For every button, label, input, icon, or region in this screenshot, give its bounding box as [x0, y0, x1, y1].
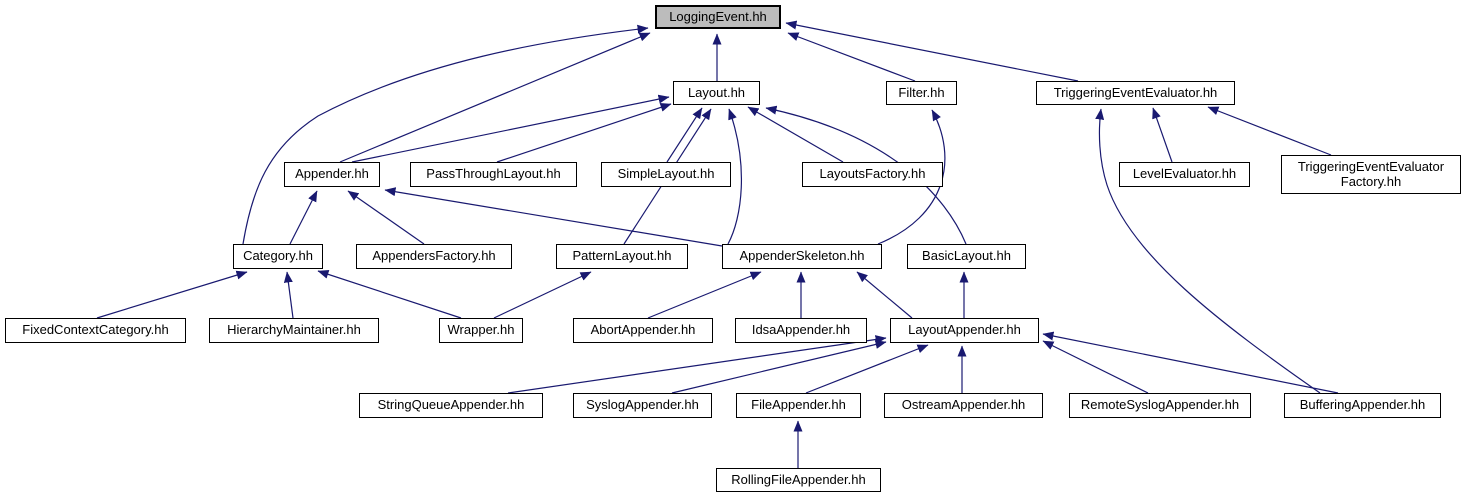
- edge-fileappender-to-layoutappender: [805, 344, 929, 394]
- node-ostreamappender-hh[interactable]: OstreamAppender.hh: [884, 393, 1043, 418]
- edge-simplelayout-to-layout: [666, 107, 703, 163]
- node-loggingevent-hh[interactable]: LoggingEvent.hh: [655, 5, 781, 29]
- node-wrapper-hh[interactable]: Wrapper.hh: [439, 318, 523, 343]
- node-filter-hh[interactable]: Filter.hh: [886, 81, 957, 105]
- edge-hierarchymaintainer-to-category: [283, 271, 294, 319]
- edge-triggeringeventevaluatorfactory-to-triggeringeventevaluator: [1207, 106, 1332, 156]
- node-syslogappender-hh[interactable]: SyslogAppender.hh: [573, 393, 712, 418]
- node-rollingfileappender-hh[interactable]: RollingFileAppender.hh: [716, 468, 881, 492]
- node-appendersfactory-hh[interactable]: AppendersFactory.hh: [356, 244, 512, 269]
- node-patternlayout-hh[interactable]: PatternLayout.hh: [556, 244, 688, 269]
- edge-wrapper-to-category: [317, 270, 462, 319]
- edge-remotesyslogappender-to-layoutappender: [1042, 340, 1149, 394]
- node-fileappender-hh[interactable]: FileAppender.hh: [736, 393, 861, 418]
- edge-stringqueueappender-to-layoutappender: [507, 335, 887, 394]
- edge-triggeringeventevaluator-to-loggingevent: [785, 20, 1079, 82]
- node-idsaappender-hh[interactable]: IdsaAppender.hh: [735, 318, 867, 343]
- edge-fixedcontextcategory-to-category: [96, 270, 248, 319]
- edge-layoutsfactory-to-layout: [747, 106, 844, 163]
- node-appender-hh[interactable]: Appender.hh: [284, 162, 380, 187]
- edge-appenderskeleton-to-layout: [727, 108, 742, 245]
- node-stringqueueappender-hh[interactable]: StringQueueAppender.hh: [359, 393, 543, 418]
- node-fixedcontextcategory-hh[interactable]: FixedContextCategory.hh: [5, 318, 186, 343]
- edge-appenderskeleton-to-appender: [384, 187, 723, 247]
- edge-category-to-loggingevent: [242, 24, 649, 245]
- edge-bufferingappender-to-layoutappender: [1042, 331, 1339, 394]
- node-abortappender-hh[interactable]: AbortAppender.hh: [573, 318, 713, 343]
- node-layout-hh[interactable]: Layout.hh: [673, 81, 760, 105]
- edge-wrapper-to-patternlayout: [493, 271, 592, 319]
- node-hierarchymaintainer-hh[interactable]: HierarchyMaintainer.hh: [209, 318, 379, 343]
- edge-filter-to-loggingevent: [787, 32, 916, 82]
- edge-appender-to-layout: [351, 94, 670, 163]
- node-category-hh[interactable]: Category.hh: [233, 244, 323, 269]
- node-triggeringeventevaluator-hh[interactable]: TriggeringEventEvaluator.hh: [1036, 81, 1235, 105]
- node-simplelayout-hh[interactable]: SimpleLayout.hh: [601, 162, 731, 187]
- node-basiclayout-hh[interactable]: BasicLayout.hh: [907, 244, 1026, 269]
- node-bufferingappender-hh[interactable]: BufferingAppender.hh: [1284, 393, 1441, 418]
- edge-levelevaluator-to-triggeringeventevaluator: [1152, 107, 1173, 163]
- edge-syslogappender-to-layoutappender: [671, 340, 887, 394]
- edge-category-to-appender: [289, 190, 318, 245]
- node-remotesyslogappender-hh[interactable]: RemoteSyslogAppender.hh: [1069, 393, 1251, 418]
- edge-bufferingappender-to-triggeringeventevaluator: [1095, 108, 1321, 394]
- node-appenderskeleton-hh[interactable]: AppenderSkeleton.hh: [722, 244, 882, 269]
- node-layoutsfactory-hh[interactable]: LayoutsFactory.hh: [802, 162, 943, 187]
- edge-layoutappender-to-appenderskeleton: [856, 271, 913, 319]
- node-layoutappender-hh[interactable]: LayoutAppender.hh: [890, 318, 1039, 343]
- node-passthroughlayout-hh[interactable]: PassThroughLayout.hh: [410, 162, 577, 187]
- node-triggeringeventevaluatorfactory-hh[interactable]: TriggeringEventEvaluator Factory.hh: [1281, 155, 1461, 194]
- edge-passthroughlayout-to-layout: [496, 103, 672, 163]
- node-levelevaluator-hh[interactable]: LevelEvaluator.hh: [1119, 162, 1250, 187]
- edge-appender-to-loggingevent: [339, 32, 651, 163]
- edge-appendersfactory-to-appender: [347, 190, 425, 245]
- edge-abortappender-to-appenderskeleton: [647, 271, 762, 319]
